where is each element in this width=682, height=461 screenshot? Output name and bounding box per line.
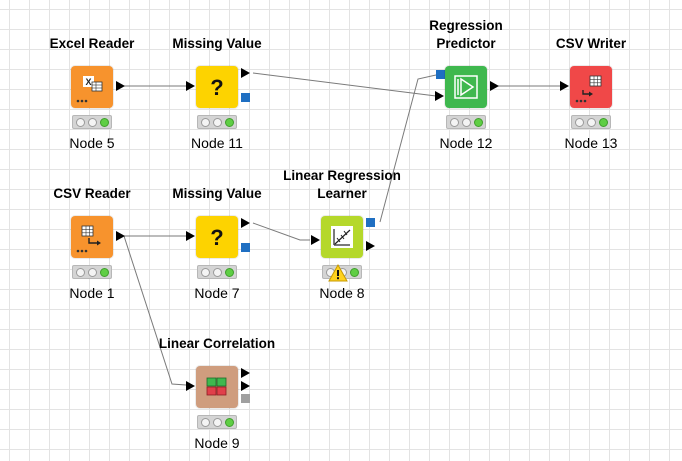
input-port[interactable]	[560, 81, 569, 91]
node-body[interactable]	[71, 216, 113, 258]
model-output-port[interactable]	[241, 243, 250, 252]
node-body[interactable]	[321, 216, 363, 258]
node-label[interactable]: Node 5	[69, 135, 115, 151]
excel-reader-icon: X	[76, 76, 103, 103]
node-label[interactable]: Node 7	[194, 285, 240, 301]
status-light-red	[201, 418, 210, 427]
status-light-green	[474, 118, 483, 127]
status-traffic-light	[72, 265, 112, 279]
model-output-port[interactable]	[366, 218, 375, 227]
output-port[interactable]	[241, 68, 250, 78]
status-light-yellow	[462, 118, 471, 127]
node-missing-value-7[interactable]: Missing Value ? Node 7	[172, 186, 261, 301]
csv-writer-icon	[575, 75, 602, 103]
output-port[interactable]	[241, 381, 250, 391]
status-light-green	[225, 118, 234, 127]
node-csv-reader[interactable]: CSV Reader Node 1	[53, 186, 130, 301]
node-regression-predictor[interactable]: Regression Predictor Node 12	[429, 18, 503, 151]
csv-reader-icon	[76, 225, 101, 253]
node-linear-correlation[interactable]: Linear Correlation Node 9	[159, 336, 275, 451]
status-traffic-light	[571, 115, 611, 129]
node-label[interactable]: Node 1	[69, 285, 115, 301]
node-label[interactable]: Node 8	[319, 285, 365, 301]
node-title: Regression Predictor	[429, 18, 503, 51]
status-light-yellow	[213, 418, 222, 427]
predictor-icon	[454, 75, 478, 99]
view-output-port[interactable]	[241, 394, 250, 403]
status-light-green	[350, 268, 359, 277]
question-mark-icon: ?	[210, 225, 223, 250]
node-body[interactable]	[445, 66, 487, 108]
output-port[interactable]	[116, 231, 125, 241]
output-port[interactable]	[241, 368, 250, 378]
svg-text:X: X	[85, 77, 91, 87]
status-light-red	[76, 118, 85, 127]
input-port[interactable]	[186, 381, 195, 391]
connection-node11-model-node12	[379, 74, 437, 223]
status-light-red	[575, 118, 584, 127]
question-mark-icon: ?	[210, 75, 223, 100]
model-input-port[interactable]	[436, 70, 445, 79]
node-body[interactable]: ?	[196, 66, 238, 108]
node-title: Missing Value	[172, 36, 262, 51]
status-light-yellow	[587, 118, 596, 127]
output-port[interactable]	[490, 81, 499, 91]
status-light-red	[450, 118, 459, 127]
node-title: CSV Writer	[555, 36, 627, 51]
status-light-yellow	[213, 268, 222, 277]
node-title: Missing Value	[172, 186, 262, 201]
input-port[interactable]	[186, 81, 195, 91]
node-label[interactable]: Node 12	[439, 135, 493, 151]
model-output-port[interactable]	[241, 93, 250, 102]
output-port[interactable]	[241, 218, 250, 228]
status-light-green	[225, 268, 234, 277]
node-body[interactable]: X	[71, 66, 113, 108]
status-light-green	[100, 118, 109, 127]
output-port[interactable]	[116, 81, 125, 91]
connection-node7-node8	[252, 222, 310, 241]
status-light-green	[225, 418, 234, 427]
node-body[interactable]	[196, 366, 238, 408]
warning-icon[interactable]	[328, 264, 348, 282]
input-port[interactable]	[186, 231, 195, 241]
status-traffic-light	[197, 265, 237, 279]
status-light-red	[201, 118, 210, 127]
node-title: Excel Reader	[49, 36, 135, 51]
node-missing-value-11[interactable]: Missing Value ? Node 11	[172, 36, 261, 151]
status-light-green	[100, 268, 109, 277]
regression-learner-icon	[331, 226, 353, 248]
node-title: CSV Reader	[53, 186, 131, 201]
status-light-yellow	[213, 118, 222, 127]
node-body[interactable]	[570, 66, 612, 108]
node-label[interactable]: Node 9	[194, 435, 240, 451]
status-traffic-light	[197, 415, 237, 429]
connection-node1-node9	[123, 235, 187, 386]
node-label[interactable]: Node 11	[191, 135, 243, 151]
node-body[interactable]: ?	[196, 216, 238, 258]
input-port[interactable]	[311, 235, 320, 245]
node-csv-writer[interactable]: CSV Writer Node 13	[556, 36, 626, 151]
output-port[interactable]	[366, 241, 375, 251]
node-title: Linear Regression Learner	[283, 168, 401, 201]
node-label[interactable]: Node 13	[564, 135, 618, 151]
status-traffic-light	[197, 115, 237, 129]
status-light-green	[599, 118, 608, 127]
status-light-yellow	[88, 118, 97, 127]
node-title: Linear Correlation	[158, 336, 276, 351]
status-light-red	[201, 268, 210, 277]
svg-text:?: ?	[210, 225, 223, 250]
node-linear-regression-learner[interactable]: Linear Regression Learner Node 8	[283, 168, 401, 301]
connection-node11-node12	[252, 72, 437, 97]
correlation-matrix-icon	[206, 377, 227, 396]
status-light-yellow	[88, 268, 97, 277]
input-port[interactable]	[435, 91, 444, 101]
node-excel-reader[interactable]: Excel Reader X Node 5	[50, 36, 135, 151]
svg-text:?: ?	[210, 75, 223, 100]
status-traffic-light	[446, 115, 486, 129]
status-traffic-light	[72, 115, 112, 129]
status-light-red	[76, 268, 85, 277]
